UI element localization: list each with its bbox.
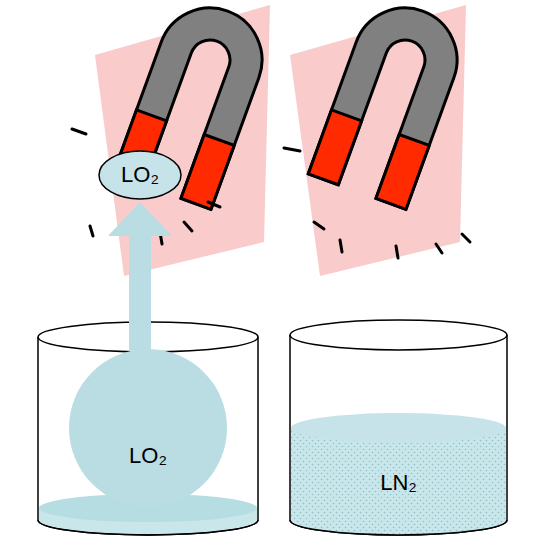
beaker (290, 320, 507, 535)
substance-label: LO₂ (121, 164, 159, 186)
horseshoe-magnet (113, 0, 276, 209)
liquid-volume: LN₂ (290, 412, 507, 537)
lift-arrow (108, 202, 172, 350)
substance-label: LN₂ (380, 472, 417, 494)
horseshoe-magnet (308, 0, 471, 209)
liquid-drop: LO₂ (98, 150, 182, 200)
node-outline (68, 348, 228, 508)
liquid-drop: LO₂ (68, 348, 228, 508)
substance-label: LO₂ (129, 445, 167, 467)
beaker (38, 322, 258, 535)
